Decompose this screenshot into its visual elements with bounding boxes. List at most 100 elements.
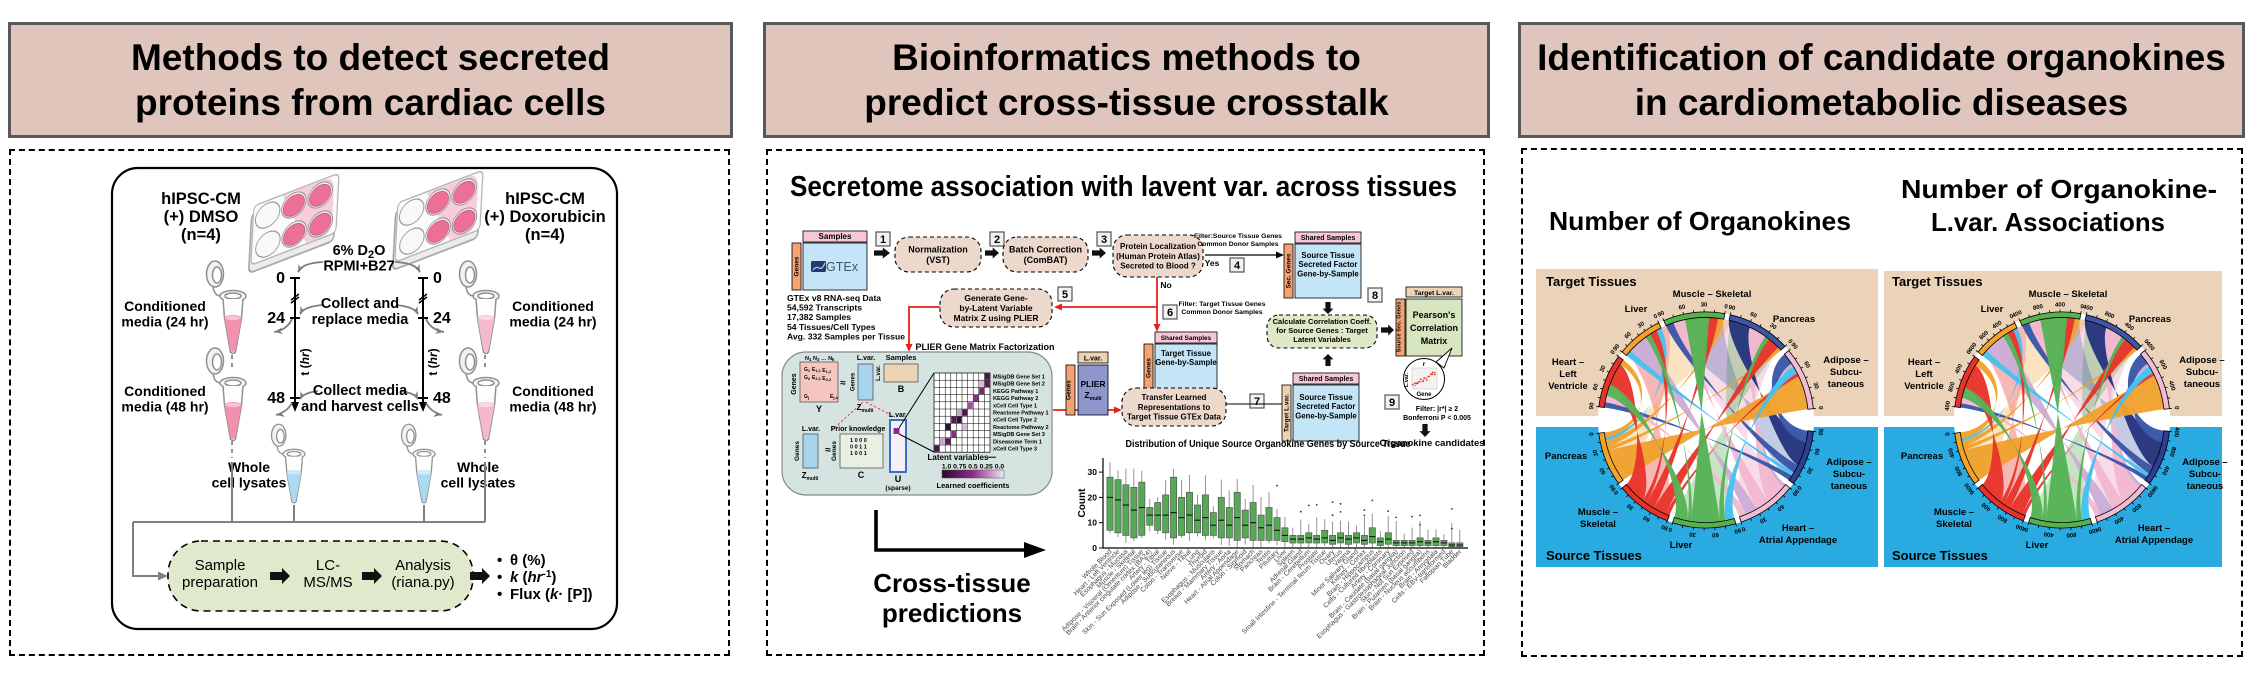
svg-text:Subcu-: Subcu- <box>1830 367 1862 378</box>
svg-text:0: 0 <box>1969 488 1976 495</box>
svg-text:60: 60 <box>1599 466 1608 475</box>
svg-text:400: 400 <box>1967 342 1978 354</box>
svg-text:1: 1 <box>880 234 886 246</box>
svg-text:90: 90 <box>1613 343 1622 352</box>
svg-text:400: 400 <box>2082 304 2094 312</box>
svg-text:90: 90 <box>1609 482 1618 491</box>
svg-text:t (hr): t (hr) <box>426 348 440 375</box>
svg-text:(n=4): (n=4) <box>525 226 565 244</box>
svg-text:0: 0 <box>1724 304 1729 311</box>
svg-text:Bonferroni P < 0.005: Bonferroni P < 0.005 <box>1403 415 1471 422</box>
svg-text:LC-: LC- <box>316 557 340 574</box>
svg-text:60: 60 <box>1678 304 1686 311</box>
svg-text:30: 30 <box>1592 448 1600 457</box>
svg-text:E1,1 E1,2: E1,1 E1,2 <box>812 367 832 374</box>
svg-text:0: 0 <box>1589 431 1595 436</box>
svg-text:Reactome Pathway 1: Reactome Pathway 1 <box>993 411 1049 417</box>
svg-text:30: 30 <box>1599 364 1608 373</box>
svg-text:Subcu-: Subcu- <box>2189 469 2221 480</box>
svg-text:0 0 1 1: 0 0 1 1 <box>850 445 867 451</box>
svg-text:Secretome association with lav: Secretome association with lavent var. a… <box>790 171 1457 203</box>
svg-text:Gj: Gj <box>804 394 809 400</box>
svg-text:800: 800 <box>1948 381 1957 393</box>
svg-text:0: 0 <box>433 270 442 287</box>
svg-text:≈: ≈ <box>825 445 831 456</box>
svg-text:400: 400 <box>2112 514 2124 525</box>
svg-text:10: 10 <box>1088 518 1098 528</box>
svg-text:Genes: Genes <box>831 441 838 461</box>
svg-text:L.var.: L.var. <box>802 426 820 433</box>
svg-text:Calculate Correlation Coeff.: Calculate Correlation Coeff. <box>1273 317 1372 326</box>
svg-text:Skeletal: Skeletal <box>1580 519 1616 530</box>
svg-text:Heart –: Heart – <box>1908 357 1940 368</box>
svg-text:Count: Count <box>1077 488 1088 518</box>
svg-text:30: 30 <box>1758 515 1767 524</box>
svg-text:Diseasome Term 1: Diseasome Term 1 <box>993 439 1042 445</box>
svg-text:0: 0 <box>1653 313 1659 320</box>
svg-text:48: 48 <box>267 390 285 407</box>
svg-text:Reactome Pathway 2: Reactome Pathway 2 <box>993 425 1049 431</box>
svg-text:Conditioned: Conditioned <box>512 298 594 314</box>
svg-text:Source Tissue: Source Tissue <box>1301 251 1355 260</box>
svg-text:54,592 Transcripts: 54,592 Transcripts <box>787 303 862 313</box>
svg-text:Target Tissues: Target Tissues <box>1546 274 1637 289</box>
svg-text:60: 60 <box>1642 514 1651 523</box>
svg-text:taneous: taneous <box>1831 481 1867 492</box>
svg-text:800: 800 <box>1997 513 2009 524</box>
svg-text:No: No <box>1160 280 1171 290</box>
svg-text:preparation: preparation <box>182 574 258 591</box>
svg-text:30: 30 <box>1637 321 1646 330</box>
svg-text:Heart –: Heart – <box>1782 523 1814 534</box>
svg-text:Target L.var.: Target L.var. <box>1414 290 1454 297</box>
svg-text:Shared Samples: Shared Samples <box>1299 376 1354 383</box>
svg-text:RPMI+B27: RPMI+B27 <box>323 259 394 275</box>
svg-text:L.var.: L.var. <box>857 355 875 362</box>
svg-text:KEGG Pathway 2: KEGG Pathway 2 <box>993 396 1038 402</box>
svg-text:θ (%): θ (%) <box>510 552 546 569</box>
svg-text:400: 400 <box>2055 302 2066 308</box>
svg-text:Genes: Genes <box>851 372 857 391</box>
svg-text:Yes: Yes <box>1205 258 1220 268</box>
svg-text:Common Donor Samples: Common Donor Samples <box>1197 241 1278 248</box>
svg-text:20: 20 <box>1088 492 1098 502</box>
svg-text:Subcu-: Subcu- <box>2186 367 2218 378</box>
svg-text:1 0 0 0: 1 0 0 0 <box>850 438 867 444</box>
svg-text:L.var.: L.var. <box>1084 356 1102 363</box>
svg-text:30: 30 <box>1804 466 1813 475</box>
svg-text:Genes: Genes <box>794 441 801 461</box>
svg-text:Representations to: Representations to <box>1138 403 1211 412</box>
svg-text:Pancreas: Pancreas <box>1545 451 1587 462</box>
svg-text:Latent variables: Latent variables <box>928 453 989 462</box>
svg-text:taneous: taneous <box>1828 379 1864 390</box>
svg-text:90: 90 <box>1789 342 1798 351</box>
svg-text:(sparse): (sparse) <box>885 485 910 492</box>
svg-text:media (48 hr): media (48 hr) <box>509 399 596 415</box>
svg-text:Secreted Factor: Secreted Factor <box>1299 260 1358 269</box>
svg-text:48: 48 <box>433 390 451 407</box>
svg-text:Y: Y <box>816 404 822 414</box>
svg-text:Muscle – Skeletal: Muscle – Skeletal <box>2029 289 2108 300</box>
svg-text:90: 90 <box>1657 310 1666 318</box>
svg-text:4: 4 <box>1234 260 1241 272</box>
svg-text:0: 0 <box>1613 488 1620 495</box>
svg-text:90: 90 <box>1589 402 1596 410</box>
svg-text:xCell Cell Type 2: xCell Cell Type 2 <box>993 418 1037 424</box>
svg-text:Adipose –: Adipose – <box>2179 355 2224 366</box>
svg-text:Correlation: Correlation <box>1410 323 1458 333</box>
svg-text:0: 0 <box>2009 313 2015 320</box>
svg-text:Whole: Whole <box>457 459 499 475</box>
svg-text:Source Tissues: Source Tissues <box>1892 548 1988 563</box>
svg-text:7: 7 <box>1254 396 1260 408</box>
svg-text:GTEx v8 RNA-seq Data: GTEx v8 RNA-seq Data <box>787 293 881 303</box>
svg-text:Genes: Genes <box>1146 358 1153 378</box>
svg-text:Target Tissue GTEx Data: Target Tissue GTEx Data <box>1127 412 1222 421</box>
svg-text:60: 60 <box>1711 531 1719 538</box>
svg-text:hIPSC-CM: hIPSC-CM <box>161 190 241 208</box>
svg-text:800: 800 <box>2168 446 2177 458</box>
svg-text:Collect media: Collect media <box>313 383 408 399</box>
svg-text:0: 0 <box>1945 431 1951 436</box>
svg-text:Filter: |r*| ≥ 2: Filter: |r*| ≥ 2 <box>1416 406 1458 413</box>
svg-text:C: C <box>858 470 865 480</box>
svg-text:Avg. 332 Samples per Tissue: Avg. 332 Samples per Tissue <box>787 331 905 341</box>
svg-text:400: 400 <box>2145 486 2156 498</box>
